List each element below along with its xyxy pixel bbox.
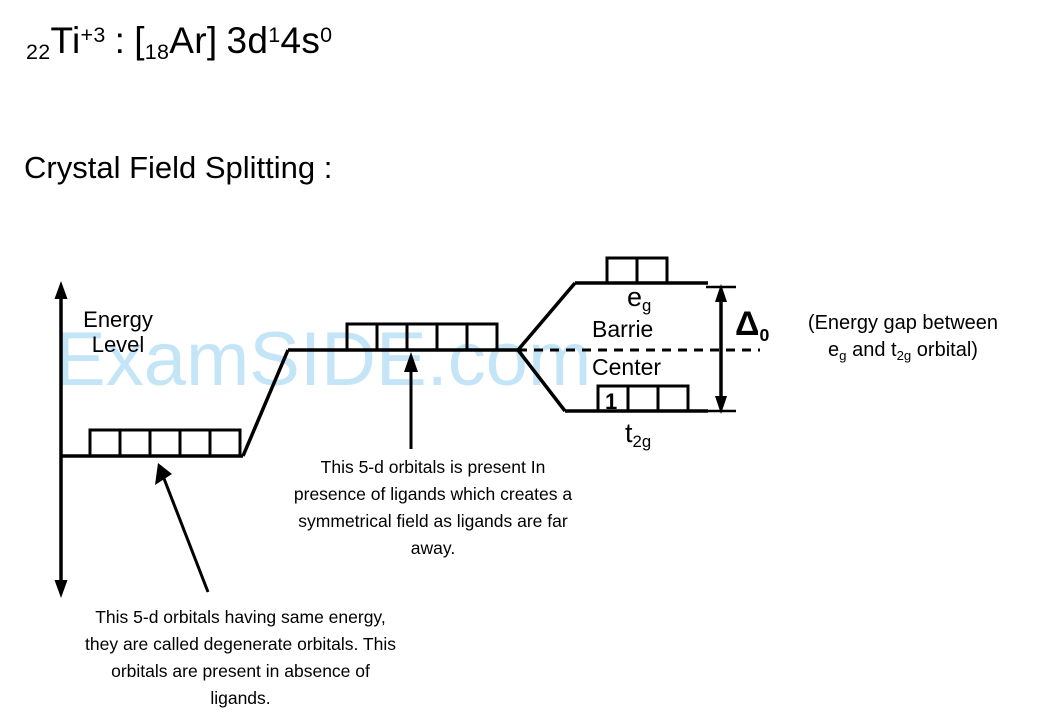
energy-gap-caption-line1: (Energy gap between: [807, 312, 999, 334]
bracket-open: [: [134, 20, 145, 61]
t2g-label-base: t: [625, 418, 633, 448]
formula-colon: :: [114, 20, 126, 61]
eg-label-sub: g: [642, 296, 652, 316]
energy-gap-caption-t2g-sub: 2g: [896, 347, 912, 363]
bracket-close: ]: [206, 20, 218, 61]
energy-axis-label: Energy Level: [70, 307, 166, 357]
spherical-field-orbital-boxes: [345, 322, 499, 352]
config-3d-count: 1: [268, 23, 281, 48]
atomic-number: 22: [26, 39, 51, 64]
watermark: ExamSIDE.com: [55, 317, 592, 402]
energy-gap-caption-mid: and t: [846, 339, 897, 362]
barycenter-label-line1: Barrie: [592, 316, 654, 342]
eg-label-base: e: [627, 282, 643, 312]
energy-gap-caption-post: orbital): [911, 339, 978, 362]
energy-gap-caption-eg-sub: g: [839, 347, 847, 363]
barycenter-label-line2: Center: [592, 354, 662, 380]
delta-symbol-label: Δ0: [735, 305, 770, 345]
eg-level-label: eg: [627, 282, 652, 316]
config-4s-count: 0: [320, 23, 333, 48]
t2g-orbital-boxes: [596, 384, 690, 413]
page-title-formula: 22Ti+3:[18Ar]3d14s0: [26, 20, 333, 62]
splitting-fork: [516, 281, 577, 413]
delta-gap-arrow: [706, 284, 736, 414]
delta-subscript: 0: [759, 324, 770, 345]
energy-gap-caption-eg: e: [828, 339, 840, 362]
t2g-electron-glyph: 1: [605, 389, 618, 414]
ion-charge: +3: [80, 23, 106, 48]
core-atomic-number: 18: [144, 39, 170, 64]
element-symbol: Ti: [50, 20, 81, 61]
core-element-symbol: Ar: [169, 20, 207, 61]
free-ion-level: [61, 349, 290, 458]
config-4s: 4s: [280, 20, 321, 61]
energy-axis-label-line2: Level: [91, 331, 145, 357]
delta-symbol: Δ: [735, 305, 760, 343]
section-heading: Crystal Field Splitting :: [24, 150, 333, 185]
energy-axis-label-line1: Energy: [83, 307, 153, 332]
energy-axis: [54, 281, 68, 598]
t2g-level-label: t2g: [625, 418, 652, 452]
bottom-caption-arrow: [155, 463, 210, 593]
middle-caption-arrow: [404, 352, 418, 449]
config-3d: 3d: [226, 20, 269, 61]
free-ion-orbital-boxes: [88, 428, 242, 458]
eg-orbital-boxes: [605, 256, 669, 285]
spherical-field-caption: This 5-d orbitals is present In presence…: [293, 457, 573, 559]
energy-gap-caption: (Energy gap between eg and t2g orbital): [772, 310, 1034, 364]
degenerate-orbitals-caption: This 5-d orbitals having same energy, th…: [85, 607, 396, 709]
t2g-label-sub: 2g: [632, 432, 652, 452]
